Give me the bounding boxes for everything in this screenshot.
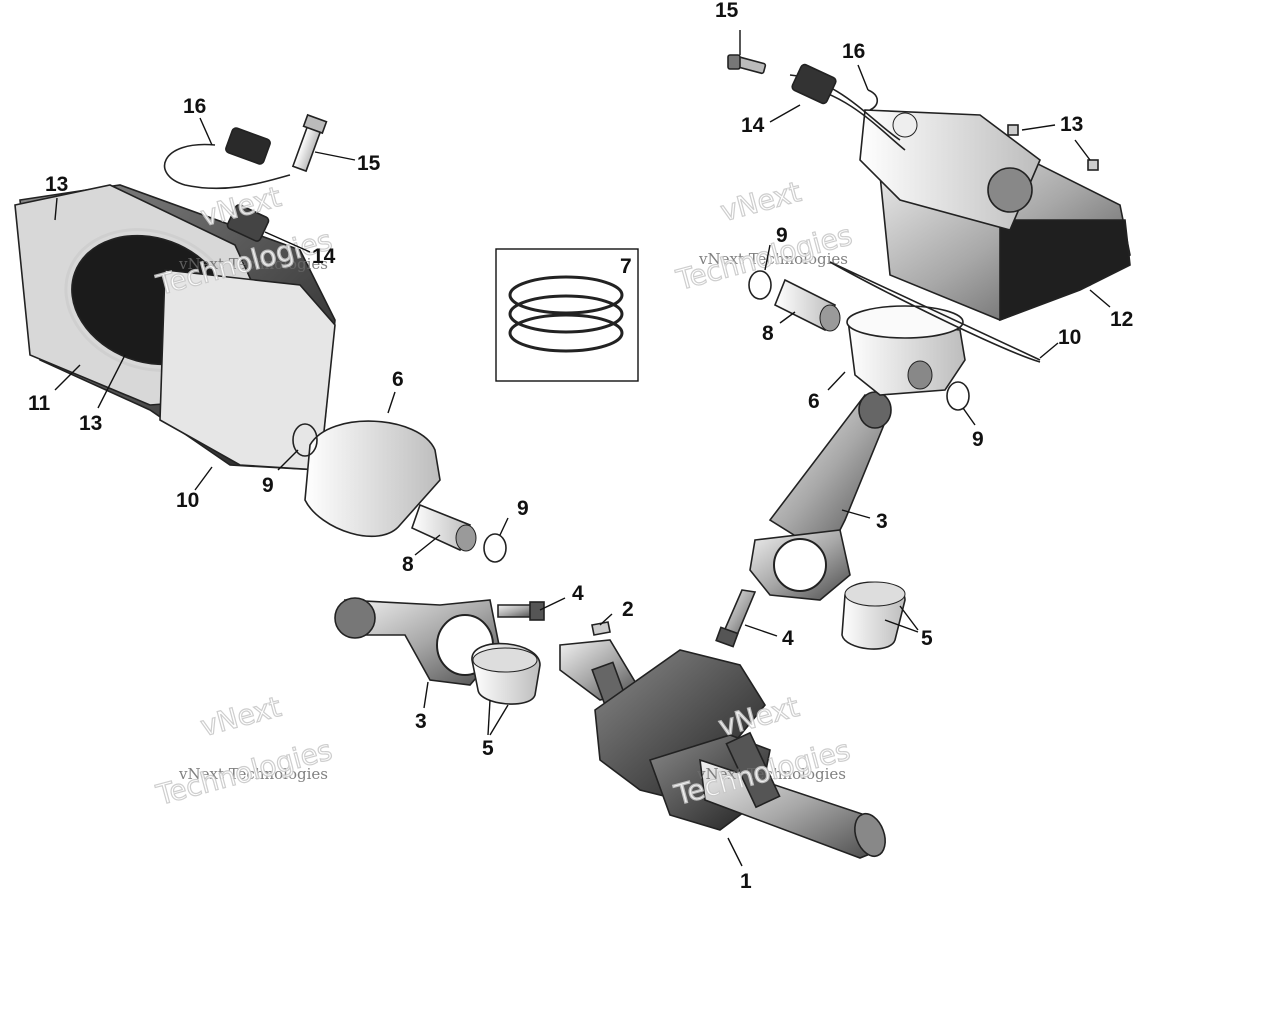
callout-11: 11 <box>28 392 51 415</box>
bolt-right <box>727 54 767 75</box>
watermark-3: vNext vNext Technologies Technologies <box>152 689 336 812</box>
callout-8-right: 8 <box>762 322 774 345</box>
svg-text:vNext: vNext <box>197 690 285 743</box>
callout-9-right-b: 9 <box>972 428 984 451</box>
pin-left <box>411 503 477 552</box>
sensor-left <box>163 127 291 242</box>
bearing-left <box>471 642 541 705</box>
callout-2: 2 <box>622 598 634 621</box>
circlip-left-1 <box>292 423 318 457</box>
callout-16-left: 16 <box>183 95 206 118</box>
callout-9-left-b: 9 <box>517 497 529 520</box>
gasket-left <box>159 269 336 471</box>
leader-lines <box>54 30 1111 867</box>
svg-text:vNext: vNext <box>717 175 805 228</box>
watermark-2: vNext vNext Technologies Technologies <box>672 174 856 297</box>
callout-6-right: 6 <box>808 390 820 413</box>
callout-13-right: 13 <box>1060 113 1083 136</box>
cylinder-right <box>859 109 1131 322</box>
callout-4-left: 4 <box>572 582 584 605</box>
callout-13-left-bottom: 13 <box>79 412 102 435</box>
bolt-left <box>291 113 328 173</box>
callout-6-left: 6 <box>392 368 404 391</box>
callout-labels: 1 2 3 3 4 4 5 5 6 6 7 8 8 9 9 9 9 10 10 … <box>28 0 1133 893</box>
svg-text:vNext Technologies: vNext Technologies <box>178 765 328 783</box>
bearing-right <box>841 581 906 650</box>
circlip-left-2 <box>483 533 507 563</box>
callout-1: 1 <box>740 870 752 893</box>
callout-14-left: 14 <box>312 245 336 268</box>
callout-5-left: 5 <box>482 737 494 760</box>
conrod-right <box>749 391 892 601</box>
svg-text:vNext Technologies: vNext Technologies <box>696 765 846 783</box>
callout-16-right: 16 <box>842 40 865 63</box>
piston-rings-box <box>495 248 639 382</box>
circlip-right-1 <box>748 270 772 300</box>
callout-9-left-a: 9 <box>262 474 274 497</box>
callout-15-right: 15 <box>715 0 739 22</box>
piston-right <box>846 305 966 396</box>
callout-7: 7 <box>620 255 632 278</box>
callout-10-right: 10 <box>1058 326 1081 349</box>
callout-13-left-top: 13 <box>45 173 68 196</box>
crankshaft <box>559 639 886 859</box>
bolt-conrod-right <box>715 589 757 648</box>
svg-text:vNext Technologies: vNext Technologies <box>178 255 328 273</box>
callout-14-right: 14 <box>741 114 765 137</box>
callout-3-left: 3 <box>415 710 427 733</box>
circlip-right-2 <box>946 381 970 411</box>
callout-15-left: 15 <box>357 152 381 175</box>
pin-right <box>773 278 841 332</box>
callout-10-left: 10 <box>176 489 199 512</box>
bolt-conrod-left <box>497 601 545 621</box>
gasket-right <box>829 261 1041 363</box>
callout-3-right: 3 <box>876 510 888 533</box>
callout-5-right: 5 <box>921 627 933 650</box>
dowel-pins-right <box>1007 124 1099 171</box>
svg-text:vNext Technologies: vNext Technologies <box>698 250 848 268</box>
callout-4-right: 4 <box>782 627 794 650</box>
callout-8-left: 8 <box>402 553 414 576</box>
piston-left <box>304 420 441 538</box>
callout-9-right-a: 9 <box>776 224 788 247</box>
sensor-right <box>789 63 906 151</box>
callout-12: 12 <box>1110 308 1133 331</box>
